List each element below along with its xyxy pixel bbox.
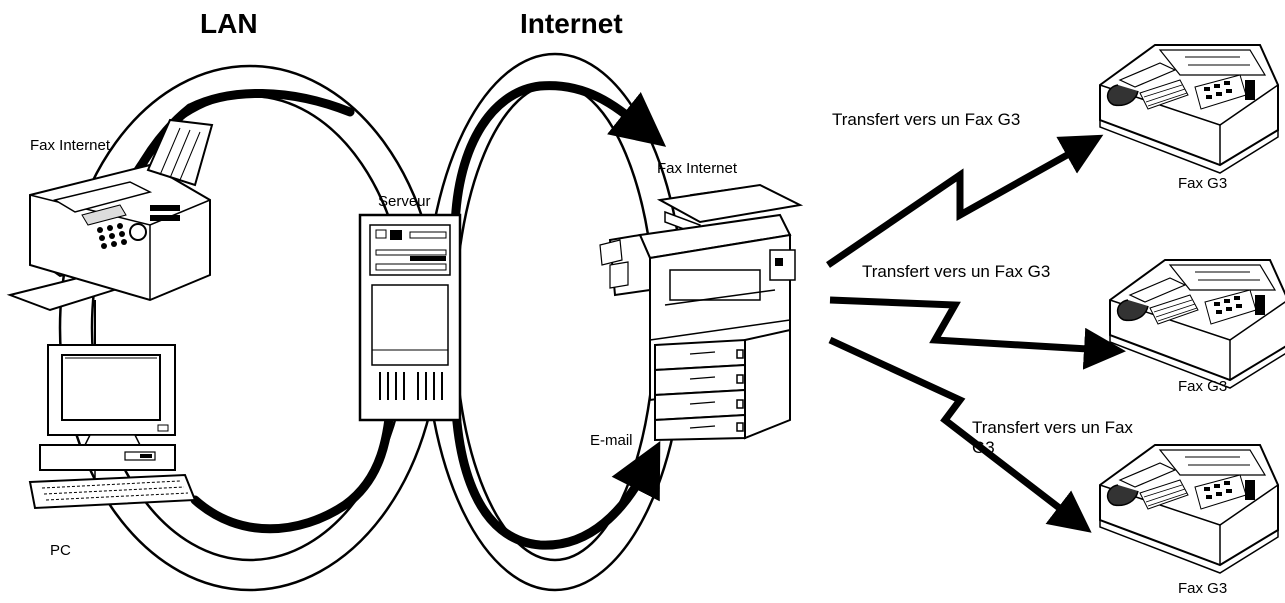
transfer-label-2: Transfert vers un Fax G3 — [862, 262, 1051, 281]
g3-fax-machine-icon — [1109, 259, 1285, 389]
transfer-arrows — [826, 134, 1126, 533]
fax-internet-left-label: Fax Internet — [30, 137, 111, 154]
internet-loop — [423, 52, 687, 592]
internet-label: Internet — [520, 8, 623, 39]
g3-fax-machine-icon — [1099, 44, 1279, 174]
transfer-label-1: Transfert vers un Fax G3 — [832, 110, 1021, 129]
multifunction-copier-icon — [599, 183, 804, 442]
fax-internet-right-label: Fax Internet — [657, 160, 738, 177]
pc-label: PC — [50, 542, 71, 559]
email-label: E-mail — [590, 432, 633, 449]
transfer-label-3: Transfert vers un Fax G3 — [972, 418, 1133, 457]
g3-fax-machine-icon — [1099, 444, 1279, 574]
fax-g3-label-3: Fax G3 — [1178, 580, 1228, 597]
lan-label: LAN — [200, 8, 258, 39]
internet-fax-machine-icon — [6, 118, 214, 345]
server-tower-icon — [358, 213, 462, 422]
fax-g3-label-2: Fax G3 — [1178, 378, 1228, 395]
fax-g3-label-1: Fax G3 — [1178, 175, 1228, 192]
server-label: Serveur — [378, 193, 431, 210]
desktop-pc-icon — [28, 344, 197, 510]
